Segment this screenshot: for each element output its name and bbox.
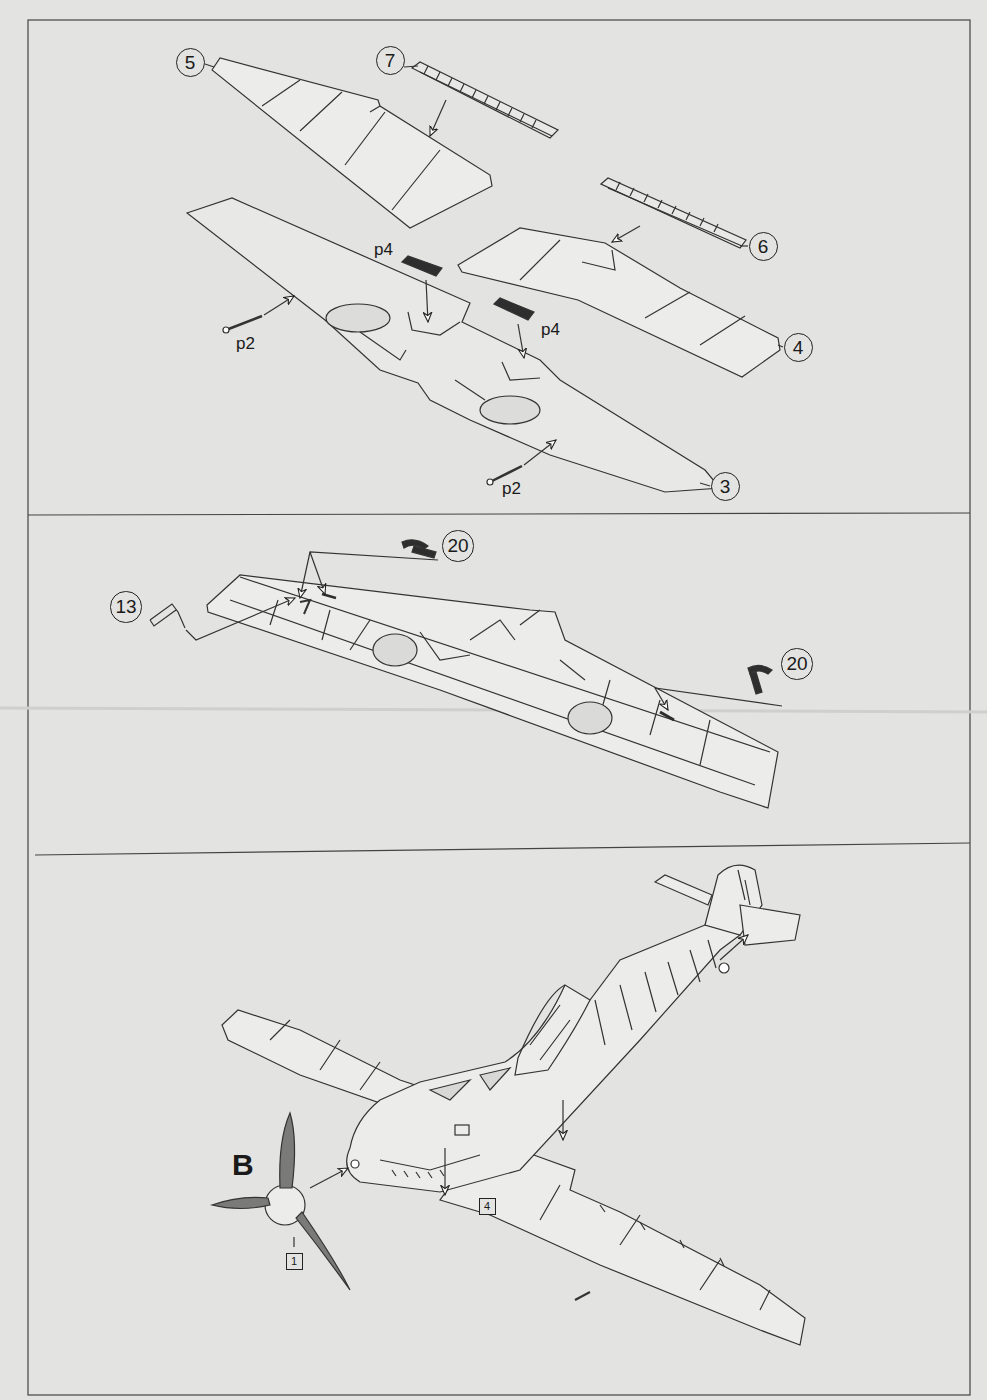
sub-assembly-letter: B [232,1150,254,1180]
callout-number: 4 [484,1201,490,1212]
callout-circle: 20 [781,648,812,679]
callout-number: 7 [385,51,396,70]
callout-number: 4 [793,338,804,357]
callout-circle: 20 [442,530,473,561]
callout-number: 13 [115,597,136,616]
callout-circle: 4 [784,333,813,362]
callout-circle: 6 [749,232,778,261]
part-label: p2 [236,335,255,352]
callout-number: 6 [758,237,769,256]
callout-circle: 13 [110,591,141,622]
part-label: p4 [374,241,393,258]
callout-circle: 7 [376,46,405,75]
callout-number: 20 [786,654,807,673]
callout-number: 20 [447,536,468,555]
callout-circle: 5 [176,48,205,77]
callout-number: 3 [720,477,731,496]
callout-box: 4 [479,1198,496,1215]
callout-number: 5 [185,53,196,72]
callout-box: 1 [286,1253,303,1270]
part-label: p2 [502,480,521,497]
callout-number: 1 [291,1256,297,1267]
callout-circle: 3 [711,472,740,501]
part-label: p4 [541,321,560,338]
